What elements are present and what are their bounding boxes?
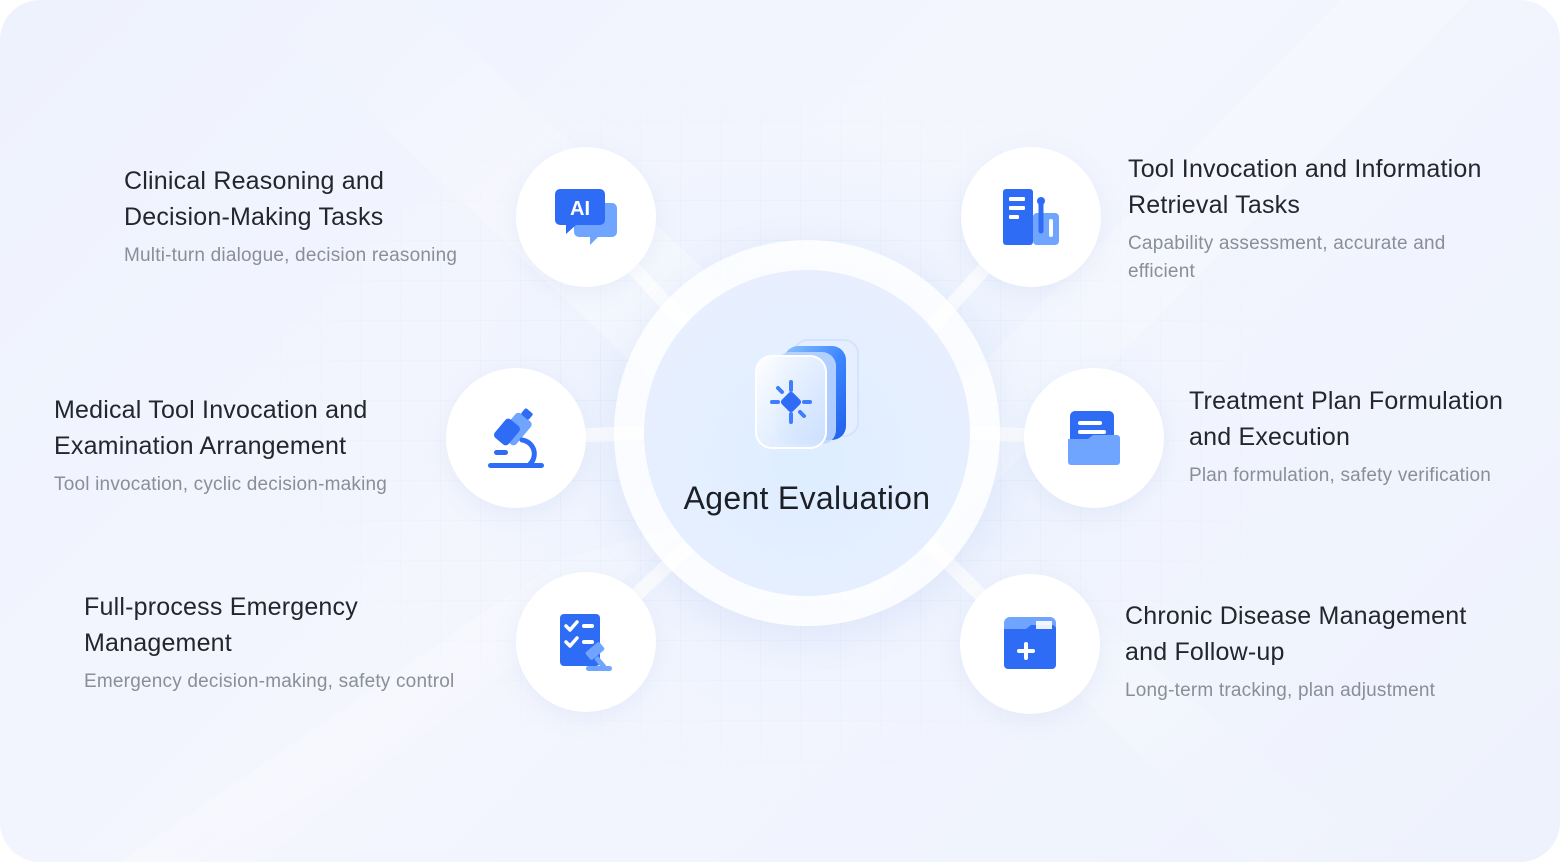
task-title: Management	[84, 629, 232, 657]
node-emergency	[516, 572, 656, 712]
node-medical-tool	[446, 368, 586, 508]
microscope-icon	[488, 408, 544, 468]
task-title: Examination Arrangement	[54, 432, 347, 460]
task-title: Treatment Plan Formulation	[1189, 387, 1504, 415]
task-subtitle: Long-term tracking, plan adjustment	[1125, 680, 1436, 701]
hub-title: Agent Evaluation	[683, 480, 931, 516]
task-title: and Follow-up	[1125, 638, 1285, 666]
node-treatment-plan	[1024, 368, 1164, 508]
task-subtitle: Capability assessment, accurate and effi…	[1128, 230, 1482, 286]
ai-chat-icon: AI	[555, 189, 617, 245]
task-title: Chronic Disease Management	[1125, 602, 1467, 630]
task-title: Clinical Reasoning and	[124, 167, 385, 195]
node-clinical-reasoning: AI	[516, 147, 656, 287]
checklist-gavel-icon	[560, 614, 612, 671]
task-label-chronic-disease: Chronic Disease Management and Follow-up…	[1125, 598, 1466, 705]
task-label-medical-tool: Medical Tool Invocation and Examination …	[54, 392, 387, 499]
task-subtitle: Plan formulation, safety verification	[1189, 465, 1492, 486]
task-subtitle: Tool invocation, cyclic decision-making	[54, 474, 388, 495]
task-title: Tool Invocation and Information	[1128, 155, 1482, 183]
task-label-treatment-plan: Treatment Plan Formulation and Execution…	[1189, 383, 1503, 490]
task-label-clinical-reasoning: Clinical Reasoning and Decision-Making T…	[124, 163, 457, 270]
node-chronic-disease	[960, 574, 1100, 714]
task-subtitle: Multi-turn dialogue, decision reasoning	[124, 245, 458, 266]
task-subtitle: Emergency decision-making, safety contro…	[84, 671, 455, 692]
task-title: Retrieval Tasks	[1128, 191, 1301, 219]
task-title: Medical Tool Invocation and	[54, 396, 368, 424]
node-tool-invocation	[961, 147, 1101, 287]
folder-document-icon	[1068, 411, 1120, 465]
svg-text:AI: AI	[570, 198, 590, 220]
task-title: and Execution	[1189, 423, 1351, 451]
database-tools-icon	[1003, 189, 1059, 245]
task-title: Full-process Emergency	[84, 593, 358, 621]
task-label-emergency: Full-process Emergency Management Emerge…	[84, 589, 454, 696]
task-title: Decision-Making Tasks	[124, 203, 384, 231]
cube-stack-icon	[755, 339, 859, 449]
task-label-tool-invocation: Tool Invocation and Information Retrieva…	[1128, 151, 1482, 286]
task-subtitle-line: efficient	[1128, 261, 1195, 282]
medical-folder-plus-icon	[1004, 617, 1056, 669]
task-subtitle-line: Capability assessment, accurate and	[1128, 233, 1446, 254]
